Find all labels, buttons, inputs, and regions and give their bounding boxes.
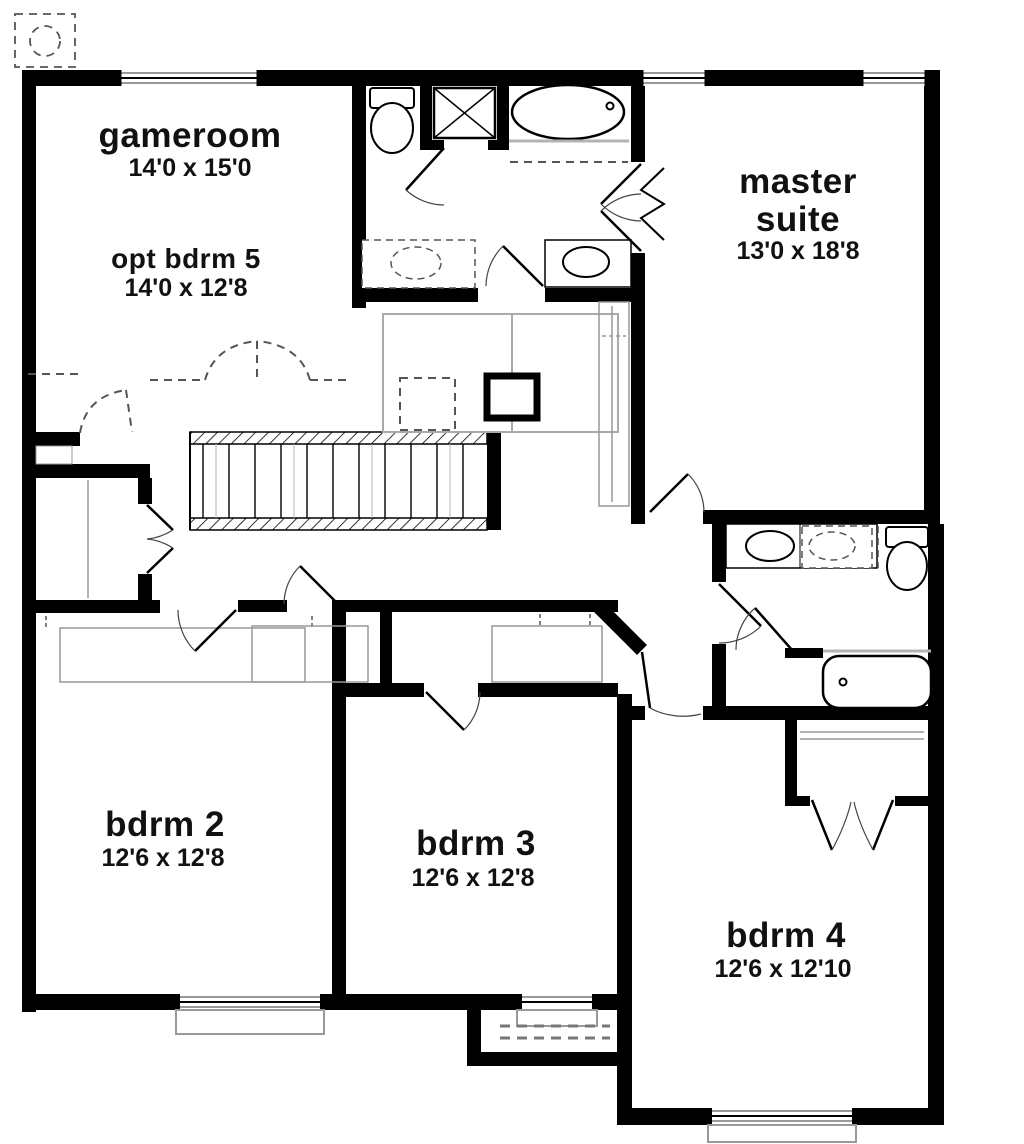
- optional-vanity-sink: [361, 239, 476, 289]
- bathtub: [821, 649, 933, 710]
- door-hall-closet-a: [283, 565, 339, 605]
- door-master-entry: [600, 163, 666, 252]
- wall-break-symbol: [639, 167, 666, 241]
- bdrm2-closet-shelf: [59, 627, 306, 683]
- window-bdrm4: [707, 1108, 857, 1143]
- door-bdrm4: [640, 651, 702, 717]
- bdrm3-name: bdrm 3: [416, 824, 536, 863]
- chase: [483, 372, 541, 422]
- bdrm3-dims: 12'6 x 12'8: [411, 864, 534, 892]
- bdrm4-closet-rod: [800, 731, 924, 740]
- room-label-bdrm3: bdrm 3 12'6 x 12'8: [411, 824, 535, 892]
- room-label-opt-bdrm5: opt bdrm 5 14'0 x 12'8: [111, 243, 261, 302]
- bdrm4-dims: 12'6 x 12'10: [714, 955, 851, 983]
- master-suite-name-line1: master: [739, 162, 857, 201]
- door-bdrm2: [177, 609, 237, 652]
- door-bdrm4-closet-double: [810, 799, 895, 851]
- toilet: [885, 526, 929, 591]
- window-bdrm2: [175, 994, 325, 1035]
- room-label-gameroom: gameroom 14'0 x 15'0: [99, 116, 282, 182]
- master-suite-dims: 13'0 x 18'8: [736, 237, 859, 265]
- bath-right: [725, 523, 933, 710]
- window-gameroom: [118, 70, 260, 86]
- room-label-master-suite: master suite 13'0 x 18'8: [736, 162, 859, 265]
- optional-door-swing: [79, 389, 127, 434]
- closets: [35, 301, 924, 740]
- bdrm2-dims: 12'6 x 12'8: [101, 844, 224, 872]
- room-label-bdrm4: bdrm 4 12'6 x 12'10: [714, 916, 851, 983]
- optional-flue: [14, 13, 76, 68]
- door-master-bottom: [649, 473, 705, 513]
- door-shower: [405, 147, 445, 206]
- bdrm4-name: bdrm 4: [726, 916, 846, 955]
- master-suite-name-line2: suite: [756, 200, 840, 239]
- window-master-left: [640, 70, 708, 86]
- optional-double-door: [204, 340, 258, 381]
- door-bath-mid: [485, 245, 544, 287]
- toilet: [369, 87, 415, 154]
- doors: [146, 147, 895, 851]
- linen-closet: [598, 301, 630, 507]
- vanity-sink: [544, 239, 632, 288]
- bumpout-shelf: [500, 1024, 610, 1040]
- gameroom-name: gameroom: [99, 116, 282, 155]
- bath-top: [361, 83, 632, 289]
- door-hall-bath: [718, 583, 762, 644]
- door-water-closet: [735, 607, 793, 651]
- shower: [432, 86, 497, 140]
- hall-closet-a-shelf: [251, 625, 369, 683]
- opt-bdrm5-dims: 14'0 x 12'8: [124, 274, 247, 302]
- door-left-closet-double: [146, 504, 174, 574]
- door-bdrm3: [425, 691, 481, 731]
- windows: [118, 70, 928, 1143]
- hall-closet-b-shelf: [491, 625, 603, 683]
- opt-bdrm5-name: opt bdrm 5: [111, 243, 261, 274]
- window-bdrm3: [516, 994, 598, 1027]
- optional-dashed: [14, 13, 628, 1040]
- optional-vanity-sink: [801, 525, 879, 569]
- niche: [35, 445, 73, 465]
- bdrm2-name: bdrm 2: [105, 805, 225, 844]
- gameroom-dims: 14'0 x 15'0: [128, 154, 251, 182]
- window-master-right: [860, 70, 928, 86]
- staircase: [189, 431, 488, 531]
- garden-tub: [509, 83, 629, 143]
- room-label-bdrm2: bdrm 2 12'6 x 12'8: [101, 805, 224, 872]
